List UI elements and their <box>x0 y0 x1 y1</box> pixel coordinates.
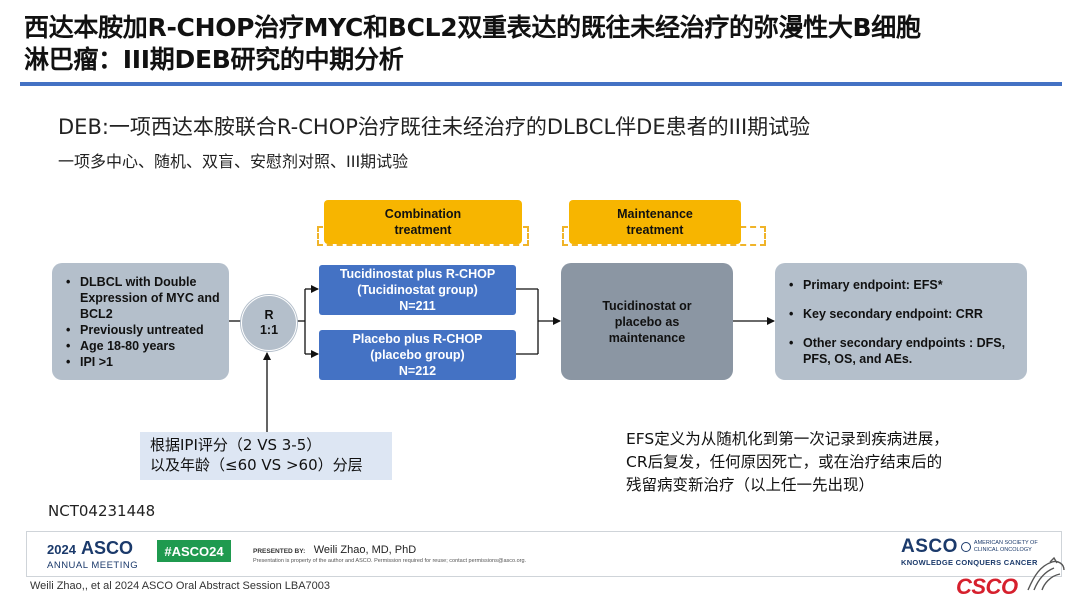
title-divider <box>20 82 1062 86</box>
eligibility-box: DLBCL with Double Expression of MYC and … <box>52 263 229 380</box>
footer-disclaimer: Presentation is property of the author a… <box>253 558 527 564</box>
endpoint-item: Other secondary endpoints : DFS, PFS, OS… <box>789 335 1019 367</box>
eligibility-item: IPI >1 <box>66 354 221 370</box>
eligibility-item: Age 18-80 years <box>66 338 221 354</box>
asco-annual-meeting-logo: 2024 ASCO ANNUAL MEETING <box>47 538 139 571</box>
arm-placebo: Placebo plus R-CHOP (placebo group) N=21… <box>319 330 516 380</box>
trial-registration-number: NCT04231448 <box>48 502 156 520</box>
footer-banner: 2024 ASCO ANNUAL MEETING #ASCO24 PRESENT… <box>26 531 1062 577</box>
citation: Weili Zhao,, et al 2024 ASCO Oral Abstra… <box>30 580 331 592</box>
endpoint-item: Key secondary endpoint: CRR <box>789 306 1019 322</box>
combination-phase-label: Combination treatment <box>324 200 522 244</box>
asco-society-logo: ASCO AMERICAN SOCIETY OF CLINICAL ONCOLO… <box>901 536 1038 567</box>
csco-logo: CSCO <box>956 574 1018 599</box>
eligibility-item: DLBCL with Double Expression of MYC and … <box>66 274 221 322</box>
csco-emblem-icon <box>1027 556 1065 591</box>
slide-title-line2: 淋巴瘤：III期DEB研究的中期分析 <box>24 45 404 74</box>
endpoints-box: Primary endpoint: EFS* Key secondary end… <box>775 263 1027 380</box>
randomization-node: R 1:1 <box>241 295 297 351</box>
slide-title-line1: 西达本胺加R-CHOP治疗MYC和BCL2双重表达的既往未经治疗的弥漫性大B细胞 <box>24 13 921 42</box>
eligibility-item: Previously untreated <box>66 322 221 338</box>
endpoint-item: Primary endpoint: EFS* <box>789 277 1019 293</box>
study-heading: DEB:一项西达本胺联合R-CHOP治疗既往未经治疗的DLBCL伴DE患者的II… <box>58 115 811 139</box>
arm-tucidinostat: Tucidinostat plus R-CHOP (Tucidinostat g… <box>319 265 516 315</box>
stratification-note: 根据IPI评分（2 VS 3-5） 以及年龄（≤60 VS >60）分层 <box>140 432 392 480</box>
presented-by-line: PRESENTED BY: Weili Zhao, MD, PhD <box>253 544 417 556</box>
registered-mark-icon <box>960 542 971 552</box>
maintenance-phase-label: Maintenance treatment <box>569 200 741 244</box>
efs-definition: EFS定义为从随机化到第一次记录到疾病进展， CR后复发，任何原因死亡，或在治疗… <box>626 430 949 494</box>
maintenance-box: Tucidinostat or placebo as maintenance <box>561 263 733 380</box>
slide-title: 西达本胺加R-CHOP治疗MYC和BCL2双重表达的既往未经治疗的弥漫性大B细胞… <box>24 12 1064 76</box>
hashtag-badge: #ASCO24 <box>157 540 231 562</box>
study-design: 一项多中心、随机、双盲、安慰剂对照、III期试验 <box>58 152 409 171</box>
